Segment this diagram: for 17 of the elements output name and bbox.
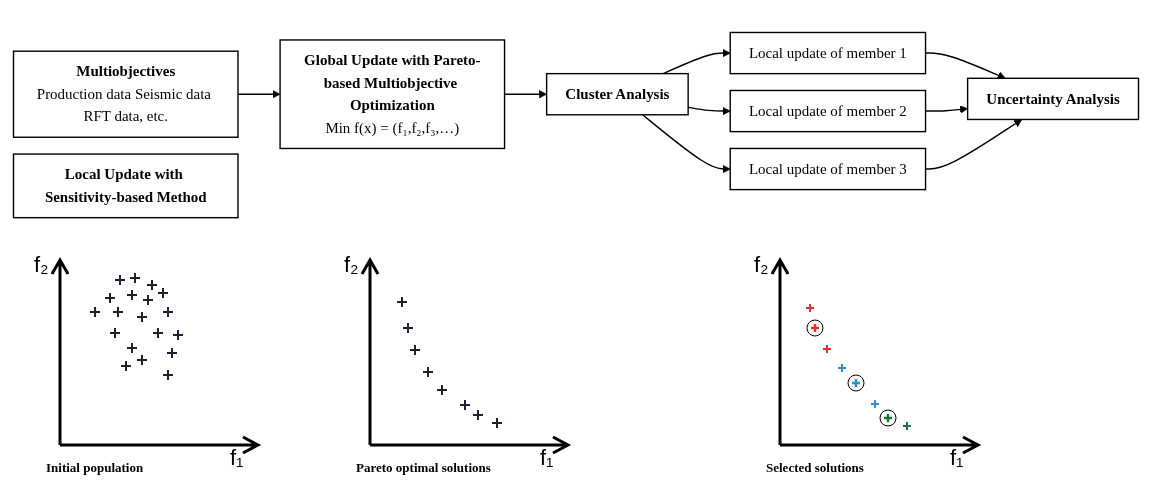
axis-label: f₂ — [34, 252, 49, 278]
plot-caption: Pareto optimal solutions — [356, 460, 491, 476]
node-box: Multiobjectives Production data Seismic data RFT data, etc. — [12, 50, 239, 138]
node-box: Local Update with Sensitivity-based Method — [12, 153, 239, 219]
axis-label: f₂ — [754, 252, 769, 278]
node-box: Local update of member 1 — [729, 31, 926, 75]
axis-label: f₁ — [950, 445, 964, 471]
node-box: Global Update with Pareto-based Multiobjective Optimization Min f(x) = (f₁,f₂,f₃,…) — [278, 39, 505, 150]
axis-label: f₁ — [230, 445, 244, 471]
plot-caption: Selected solutions — [766, 460, 864, 476]
node-box: Uncertainty Analysis — [966, 77, 1139, 121]
node-box: Local update of member 3 — [729, 147, 926, 191]
axis-label: f₁ — [540, 445, 554, 471]
axis-label: f₂ — [344, 252, 359, 278]
plot-caption: Initial population — [46, 460, 144, 476]
node-box: Cluster Analysis — [545, 72, 689, 116]
node-box: Local update of member 2 — [729, 89, 926, 133]
